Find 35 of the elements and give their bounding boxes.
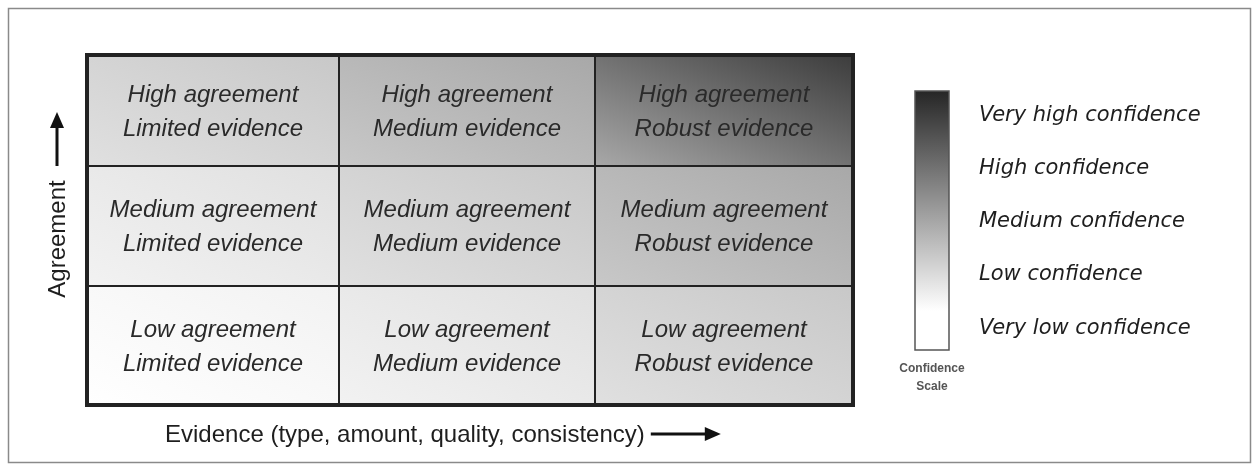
grid-cell (595, 55, 853, 166)
grid-cell (87, 55, 339, 166)
grid-cell (87, 166, 339, 286)
grid-cell (339, 55, 595, 166)
axis-label: Agreement (43, 180, 71, 298)
grid-cell (339, 286, 595, 405)
scale-label: Low confidence (979, 261, 1143, 285)
cell-text: Medium agreement (109, 194, 317, 224)
cell-text: High agreement (638, 78, 810, 109)
grid-cell (87, 286, 339, 405)
cell-text: Medium agreement (620, 194, 828, 224)
axis-label: Evidence (type, amount, quality, consistency) (165, 420, 645, 448)
cell-text: Low agreement (130, 313, 296, 344)
scale-label: Very low confidence (979, 315, 1191, 339)
cell-text: Robust evidence (634, 112, 814, 143)
scale-label: High confidence (979, 155, 1150, 179)
grid-cell (339, 166, 595, 286)
cell-text: Robust evidence (634, 347, 814, 378)
cell-text: Medium evidence (372, 112, 562, 143)
cell-text: Limited evidence (122, 228, 304, 258)
scale-label: Medium confidence (979, 208, 1185, 232)
scale-label: Very high confidence (979, 102, 1201, 126)
cell-text: Medium evidence (372, 347, 562, 378)
grid-cell (595, 166, 853, 286)
cell-text: Limited evidence (122, 112, 304, 143)
cell-text: Medium agreement (363, 194, 571, 224)
cell-text: High agreement (127, 78, 299, 109)
cell-text: Medium evidence (372, 228, 562, 258)
cell-text: Limited evidence (122, 347, 304, 378)
grid-cell (595, 286, 853, 405)
cell-text: Low agreement (384, 313, 550, 344)
cell-text: Low agreement (641, 313, 807, 344)
cell-text: Robust evidence (634, 228, 814, 258)
cell-text: High agreement (381, 78, 553, 109)
scale-title: Confidence Scale (898, 360, 966, 395)
